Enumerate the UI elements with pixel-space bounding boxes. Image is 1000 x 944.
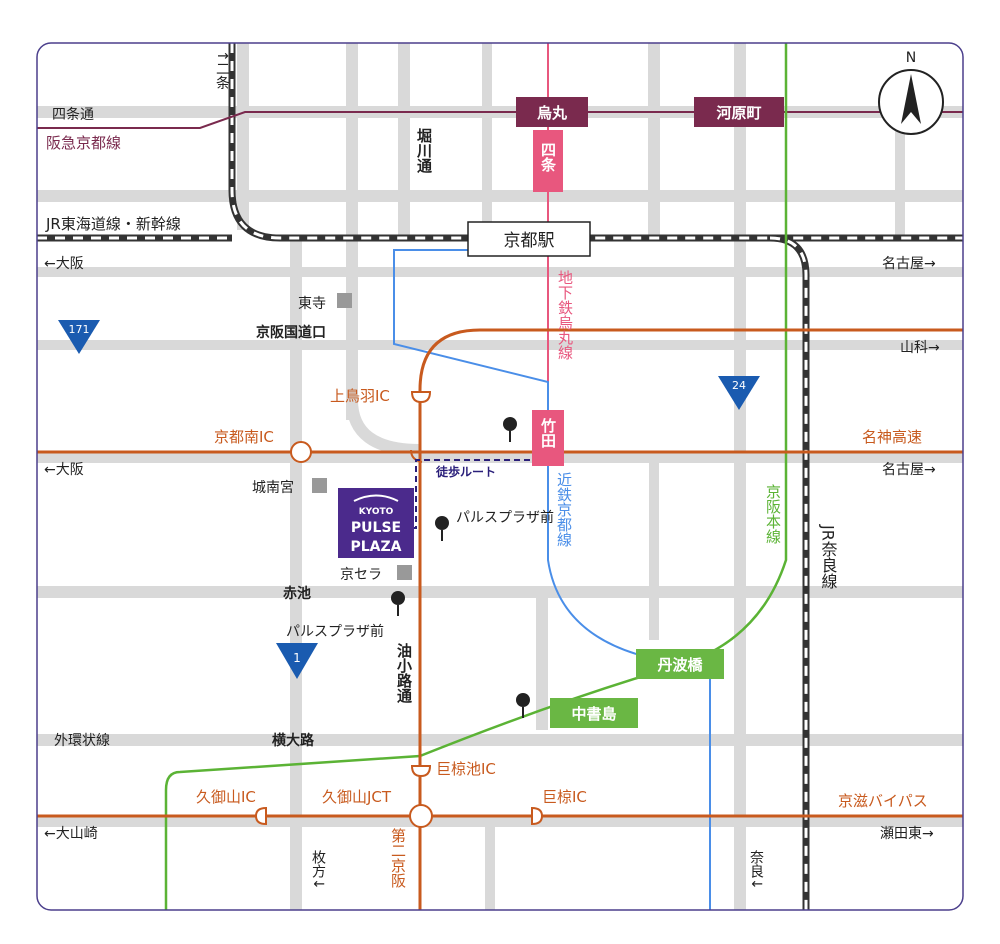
keihan-line	[164, 43, 788, 910]
landmark-jonangu: 城南宮	[252, 480, 294, 496]
dir-oyamazaki: ←大山崎	[44, 826, 98, 842]
ic-ogura-icon	[531, 806, 544, 826]
expressways	[37, 328, 963, 910]
route-171-label: 171	[69, 323, 90, 336]
ic-kyoto-minami-icon	[290, 441, 312, 463]
label-kintetsu: 近鉄京都線	[555, 472, 573, 547]
dir-nagoya-1: 名古屋→	[882, 256, 936, 272]
jonangu-marker-icon	[312, 478, 327, 493]
dir-nara: 奈良↓	[748, 850, 764, 890]
dir-yamashina: 山科→	[900, 340, 940, 356]
station-tambabashi-label: 丹波橋	[657, 656, 703, 674]
route-sign-1: 1	[276, 643, 318, 679]
label-kumiyama-ic: 久御山IC	[196, 788, 256, 806]
ic-kamitoba-icon	[410, 391, 432, 404]
logo-line2: PULSE	[351, 520, 401, 536]
bus-stop-pulse-1: パルスプラザ前	[435, 509, 554, 541]
bus-stop-takeda	[503, 417, 517, 442]
route-1-label: 1	[293, 651, 301, 665]
bus-stop-icon	[503, 417, 517, 431]
label-ogura-ic: 巨椋IC	[542, 788, 587, 806]
label-meishin: 名神高速	[862, 428, 922, 446]
bus-stop-icon	[516, 693, 530, 707]
ic-kumiyama-icon	[254, 806, 267, 826]
compass-letter: N	[906, 50, 916, 66]
label-jr-nara: JR奈良線	[819, 524, 838, 589]
label-keihan: 京阪本線	[764, 484, 782, 544]
label-subway-karasuma: 地下鉄烏丸線	[556, 270, 574, 360]
street-aburanokoji: 油小路通	[395, 642, 413, 703]
kyocera-marker-icon	[397, 565, 412, 580]
station-kawaramachi: 河原町	[694, 97, 784, 127]
jr-railway	[37, 43, 963, 910]
route-sign-24: 24	[718, 376, 760, 410]
street-shijo-dori: 四条通	[52, 106, 94, 123]
station-subway-shijo: 四条	[533, 130, 563, 192]
compass: N	[878, 50, 944, 135]
dir-osaka-2: ←大阪	[44, 462, 84, 478]
toji-marker-icon	[337, 293, 352, 308]
dir-nagoya-2: 名古屋→	[882, 462, 936, 478]
label-kamitoba-ic: 上鳥羽IC	[330, 387, 390, 405]
ic-kumiyama-jct-icon	[409, 804, 433, 828]
label-daini-keihan: 第二京阪	[389, 827, 407, 888]
route-sign-171: 171	[58, 320, 100, 354]
bus-stop-pulse-2: パルスプラザ前	[286, 591, 405, 640]
hankyu-line	[37, 111, 963, 129]
label-kumiyama-jct: 久御山JCT	[322, 788, 392, 806]
label-kyoto-minami-ic: 京都南IC	[214, 428, 274, 446]
logo-wave-icon	[353, 494, 399, 502]
label-hankyu: 阪急京都線	[46, 134, 121, 152]
landmark-toji: 東寺	[298, 296, 326, 312]
street-grid	[37, 43, 963, 910]
label-jr-tokaido: JR東海道線・新幹線	[45, 215, 181, 233]
railway-labels: 阪急京都線 JR東海道線・新幹線 地下鉄烏丸線 近鉄京都線 京阪本線 JR奈良線	[45, 134, 838, 589]
bus-stop-pulse-2-label: パルスプラザ前	[286, 623, 384, 640]
street-nijo-arrow: ↑二条	[214, 50, 230, 90]
street-labels: 四条通 ↑二条 堀川通 京阪国道口 赤池 油小路通 外環状線 横大路	[52, 50, 433, 749]
bus-stop-icon	[391, 591, 405, 605]
station-kyoto: 京都駅	[467, 221, 591, 257]
pulse-plaza-logo: KYOTO PULSE PLAZA	[338, 488, 414, 558]
station-karasuma: 烏丸	[516, 97, 588, 127]
bus-stop-pulse-1-label: パルスプラザ前	[456, 509, 554, 526]
street-yokooji: 横大路	[272, 732, 315, 749]
bus-stop-icon	[435, 516, 449, 530]
landmarks: 東寺 城南宮 京セラ 徒歩ルート	[252, 293, 496, 583]
label-walk-route: 徒歩ルート	[435, 464, 496, 479]
station-kyoto-label: 京都駅	[504, 231, 555, 251]
station-subway-shijo-label: 四条	[539, 142, 557, 173]
street-gaikan: 外環状線	[54, 733, 110, 749]
station-chushojima-label: 中書島	[571, 705, 616, 723]
label-keiji-bypass: 京滋バイパス	[838, 792, 928, 810]
interchange-marks	[254, 391, 544, 828]
dir-hirakata: 枚方↓	[310, 850, 326, 890]
label-ogurachi-ic: 巨椋池IC	[436, 760, 496, 778]
map-frame	[36, 42, 964, 911]
street-keihan-kokudo-guchi: 京阪国道口	[256, 324, 326, 341]
station-takeda: 竹田	[532, 410, 564, 466]
ic-ogurachi-icon	[410, 765, 432, 778]
station-tambabashi: 丹波橋	[636, 649, 724, 679]
station-kawaramachi-label: 河原町	[716, 104, 761, 122]
station-takeda-label: 竹田	[539, 417, 557, 449]
bus-stop-chushojima	[516, 693, 530, 718]
dir-setahigashi: 瀬田東→	[880, 826, 934, 842]
station-chushojima: 中書島	[550, 698, 638, 728]
dir-osaka-1: ←大阪	[44, 256, 84, 272]
street-akaike: 赤池	[283, 585, 311, 602]
expressway-labels: 上鳥羽IC 京都南IC 名神高速 巨椋池IC 久御山IC 久御山JCT 巨椋IC…	[196, 387, 928, 888]
street-horikawa: 堀川通	[415, 128, 433, 173]
logo-line1: KYOTO	[359, 507, 394, 517]
station-karasuma-label: 烏丸	[537, 104, 568, 122]
landmark-kyocera: 京セラ	[340, 567, 382, 583]
route-24-label: 24	[732, 379, 746, 392]
direction-labels: ←大阪 名古屋→ 山科→ ←大阪 名古屋→ ←大山崎 瀬田東→ 枚方↓ 奈良↓	[44, 256, 940, 890]
north-arrow-icon	[901, 74, 921, 124]
logo-line3: PLAZA	[350, 539, 401, 555]
